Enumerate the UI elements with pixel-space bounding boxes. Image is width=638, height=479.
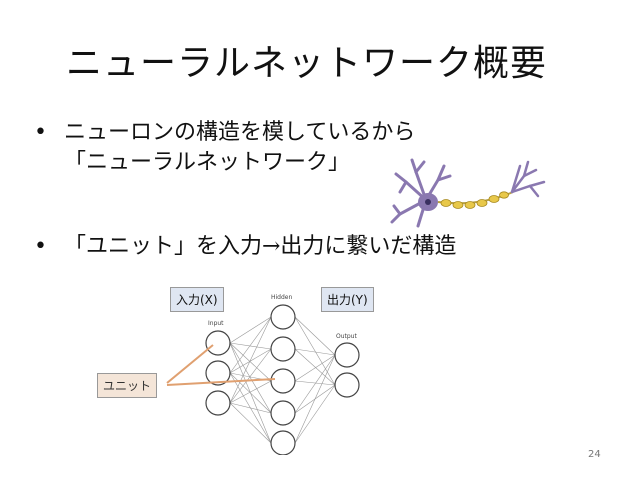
- input-label-box: 入力(X): [170, 287, 224, 312]
- unit-label-box: ユニット: [97, 373, 158, 398]
- hidden-layer-label: Hidden: [271, 294, 292, 301]
- bullet-2-line-1: 「ユニット」を入力→出力に繋いだ構造: [64, 234, 457, 259]
- slide-title: ニューラルネットワーク概要: [66, 43, 548, 84]
- hidden-node: [270, 336, 296, 362]
- hidden-node: [270, 368, 296, 394]
- unit-pointer-lines: [166, 344, 276, 386]
- input-layer-label: Input: [208, 320, 224, 327]
- hidden-node: [270, 400, 296, 426]
- bullet-marker: •: [34, 234, 47, 259]
- page-number: 24: [588, 449, 601, 460]
- neuron-image: [388, 152, 548, 232]
- bullet-marker: •: [34, 120, 47, 145]
- neural-network-diagram: Input Hidden Output: [166, 294, 360, 455]
- hidden-node: [270, 430, 296, 455]
- bullet-1-line-2: 「ニューラルネットワーク」: [64, 150, 351, 175]
- bullet-1-line-1: ニューロンの構造を模しているから: [64, 120, 416, 145]
- input-node: [205, 360, 231, 386]
- output-layer-label: Output: [336, 333, 357, 340]
- output-node: [334, 372, 360, 398]
- hidden-node: [270, 304, 296, 330]
- output-node: [334, 342, 360, 368]
- output-label-box: 出力(Y): [321, 287, 374, 312]
- input-node: [205, 330, 231, 356]
- input-node: [205, 390, 231, 416]
- connections: [229, 316, 336, 444]
